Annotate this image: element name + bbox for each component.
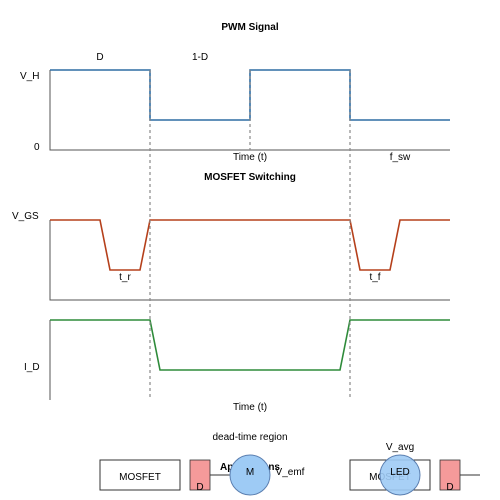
back-emf-label: V_emf — [276, 467, 305, 478]
gate-waveform — [50, 219, 450, 271]
mosfet-x-label: Time (t) — [233, 402, 267, 413]
average-voltage-label: V_avg — [386, 442, 414, 453]
duty-label: D — [96, 52, 103, 63]
gate-voltage-label: V_GS — [12, 211, 39, 222]
left-diode-label: D — [196, 482, 203, 493]
left-mosfet-label: MOSFET — [119, 472, 161, 483]
pwm-axes — [49, 70, 450, 151]
pwm-panel: PWM Signal D 1-D V_H 0 Time (t) f_sw — [20, 22, 450, 163]
rise-time-label: t_r — [119, 272, 131, 283]
pwm-title: PWM Signal — [221, 22, 278, 33]
drain-current-label: I_D — [24, 362, 40, 373]
y-zero-label: 0 — [34, 142, 40, 153]
mosfet-title: MOSFET Switching — [204, 172, 296, 183]
transition-guides — [149, 70, 351, 400]
dead-time-label: dead-time region — [212, 432, 287, 443]
right-diode-label: D — [446, 482, 453, 493]
left-mosfet-box — [99, 459, 181, 491]
y-high-label: V_H — [20, 71, 39, 82]
mosfet-panel: MOSFET Switching V_GS t_r t_f I_D Time (… — [12, 172, 450, 413]
motor-label: M — [246, 467, 254, 478]
fall-time-label: t_f — [369, 272, 380, 283]
applications-panel: dead-time region MOSFET D Applications M… — [99, 432, 480, 496]
drain-waveform — [50, 319, 450, 371]
led-circle — [379, 454, 421, 496]
led-label: LED — [390, 467, 409, 478]
gate-axes — [49, 220, 450, 301]
off-time-label: 1-D — [192, 52, 208, 63]
motor-circle — [229, 454, 271, 496]
pwm-x-label: Time (t) — [233, 152, 267, 163]
switching-frequency-label: f_sw — [390, 152, 411, 163]
